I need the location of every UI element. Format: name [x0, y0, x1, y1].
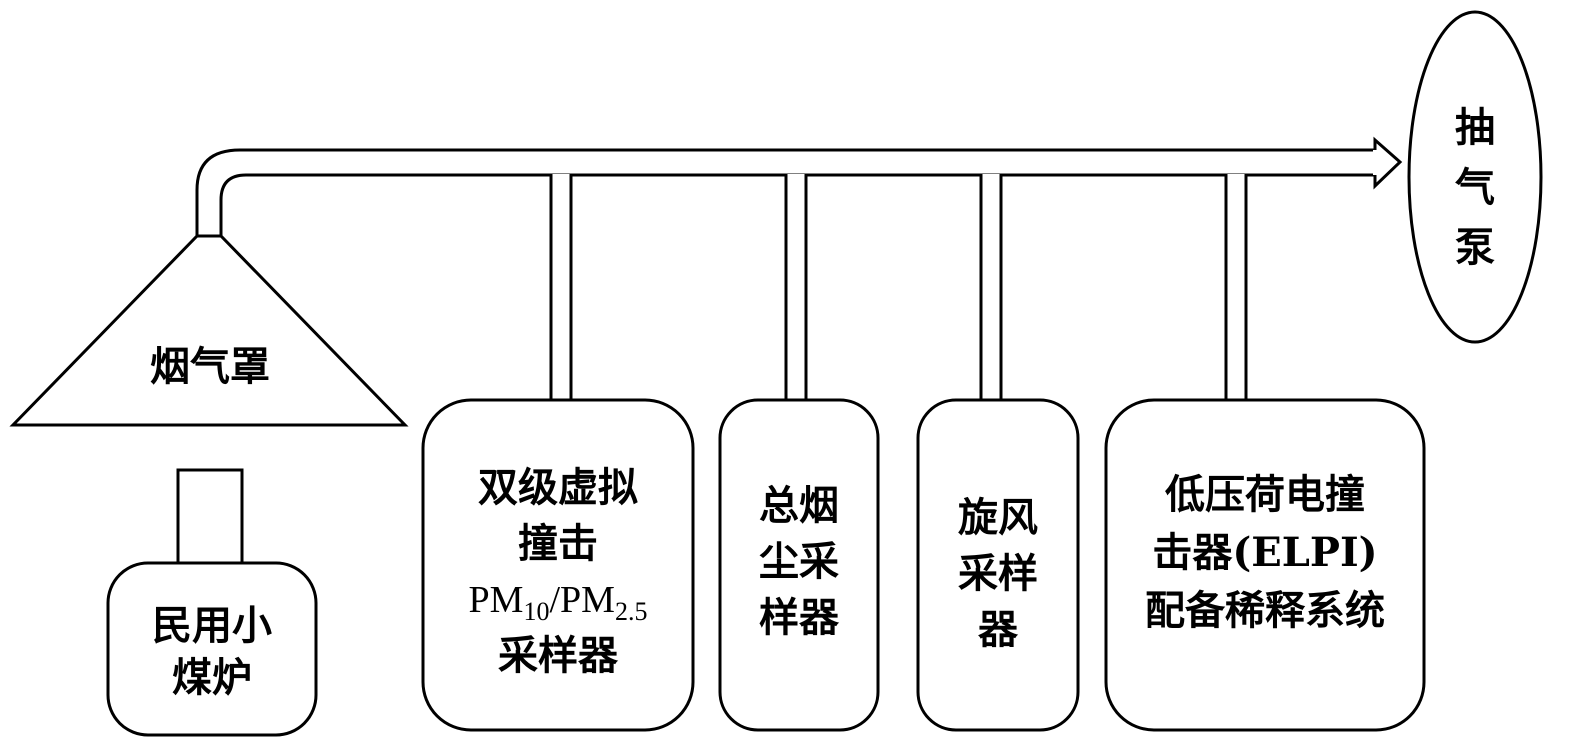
stove-body [106, 561, 318, 737]
tsp-sampler-label-line: 样器 [759, 594, 839, 641]
pump-ellipse [1407, 10, 1543, 344]
cyclone-sampler-label: 旋风 采样 器 [918, 490, 1078, 658]
tsp-sampler-label: 总烟 尘采 样器 [720, 478, 878, 646]
impactor-label-line: 采样器 [498, 632, 618, 679]
cyclone-sampler-label-line: 旋风 [958, 494, 1038, 541]
pm10-label: PM [468, 579, 524, 621]
tsp-sampler-label-line: 尘采 [759, 538, 839, 585]
duct-inner-line [219, 173, 1375, 236]
pm-slash: / [549, 579, 561, 621]
pump-label: 抽 气 泵 [1440, 98, 1510, 278]
elpi-label-line: 击器(ELPI) [1152, 529, 1378, 576]
pm10-subscript: 10 [523, 597, 550, 626]
elpi-label-line: 配备稀释系统 [1145, 587, 1385, 634]
stove-label: 民用小 煤炉 [108, 600, 316, 704]
cyclone-sampler-label-line: 器 [978, 606, 1018, 653]
hood-triangle [9, 234, 409, 427]
cyclone-sampler-box [916, 398, 1080, 732]
impactor-label: 双级虚拟 撞击 PM10/PM2.5 采样器 [423, 460, 693, 684]
duct-outer-line [195, 148, 1375, 236]
elpi-box [1104, 398, 1426, 732]
pm25-label: PM [560, 579, 615, 621]
tsp-sampler-box [718, 398, 880, 732]
flow-arrow-icon [1373, 136, 1403, 190]
pump-label-line: 气 [1455, 164, 1495, 211]
pump-label-line: 抽 [1455, 104, 1495, 151]
impactor-box [421, 398, 695, 732]
cyclone-sampler-label-line: 采样 [958, 550, 1038, 597]
impactor-label-line: 撞击 [518, 520, 598, 567]
elpi-label: 低压荷电撞 击器(ELPI) 配备稀释系统 [1106, 466, 1424, 640]
elpi-label-line: 低压荷电撞 [1165, 471, 1365, 518]
stove-label-line: 民用小 [152, 602, 272, 649]
stove-chimney [176, 468, 244, 567]
pump-label-line: 泵 [1455, 224, 1495, 271]
tsp-sampler-label-line: 总烟 [759, 482, 839, 529]
pm25-subscript: 2.5 [614, 597, 648, 626]
hood-label: 烟气罩 [150, 343, 270, 390]
stove-label-line: 煤炉 [172, 654, 252, 701]
impactor-label-line: 双级虚拟 [478, 464, 638, 511]
branch-pipes [549, 176, 1248, 400]
pm-size-label: PM10/PM2.5 [423, 572, 693, 628]
